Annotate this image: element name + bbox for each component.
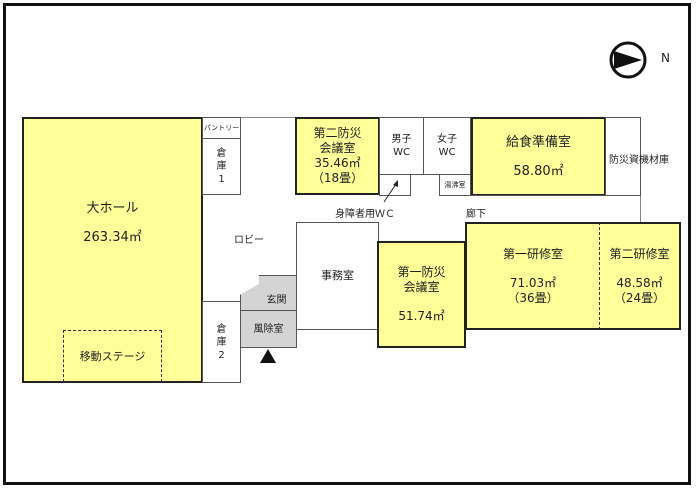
lobby-label: ロビー (234, 235, 264, 246)
room-disaster-conference-2[interactable]: 第二防災 会議室 35.46㎡ （18畳） (295, 117, 380, 195)
room-windbreak[interactable]: 風除室 (240, 310, 297, 348)
pantry-label: パントリー (203, 123, 240, 132)
training1-area: 71.03㎡ (509, 275, 557, 290)
lobby-line (202, 301, 240, 302)
main-hall-name: 大ホール (86, 201, 139, 216)
kitchenette-label: 湯沸室 (444, 180, 466, 189)
pointer-arrow-icon (383, 180, 398, 203)
conf2-label-1: 第二防災 (313, 126, 362, 140)
room-mens-wc[interactable]: 男子 WC (379, 117, 424, 175)
conf1-area: 51.74㎡ (398, 309, 445, 323)
womens-wc-label-2: WC (438, 147, 456, 158)
room-training-1[interactable]: 第一研修室 71.03㎡ （36畳） (465, 222, 601, 330)
conf2-area: 35.46㎡ (314, 156, 361, 170)
storage2-label-2: 庫 (216, 336, 227, 348)
room-womens-wc[interactable]: 女子 WC (423, 117, 471, 175)
mobile-stage-label: 移動ステージ (79, 350, 146, 363)
compass (608, 40, 648, 80)
north-label: N (661, 51, 670, 65)
storage2-label-1: 倉 (216, 323, 227, 335)
room-equipment-storage[interactable] (605, 117, 641, 196)
conf1-label-1: 第一防災 (397, 265, 446, 279)
accessible-wc-label: 身障者用ＷＣ (335, 209, 395, 220)
catering-name: 給食準備室 (505, 134, 571, 150)
womens-wc-label-1: 女子 (437, 134, 457, 145)
conf2-label-2: 会議室 (319, 141, 356, 155)
training2-name: 第二研修室 (609, 246, 670, 261)
storage2-label-3: 2 (218, 349, 225, 361)
room-catering-prep[interactable]: 給食準備室 58.80㎡ (471, 117, 606, 196)
north-arrow-icon (609, 41, 647, 79)
training2-tatami: （24畳） (613, 290, 666, 305)
storage1-label-1: 倉 (216, 148, 227, 159)
mobile-stage: 移動ステージ (63, 330, 162, 382)
room-disaster-conference-1[interactable]: 第一防災 会議室 51.74㎡ (377, 241, 466, 348)
corridor-label: 廊下 (466, 209, 486, 220)
room-training-2[interactable]: 第二研修室 48.58㎡ （24畳） (599, 222, 681, 330)
training2-area: 48.58㎡ (616, 275, 663, 290)
room-storage-2[interactable]: 倉 庫 2 (202, 301, 241, 383)
room-main-hall[interactable]: 大ホール 263.34㎡ (22, 117, 203, 383)
entrance-triangle-icon (260, 349, 276, 363)
entrance-label: 玄関 (266, 295, 287, 306)
conf1-label-2: 会議室 (403, 280, 440, 294)
room-pantry[interactable]: パントリー (202, 117, 241, 139)
storage1-label-3: 1 (218, 174, 225, 185)
catering-area: 58.80㎡ (513, 163, 564, 179)
equipment-storage-label: 防災資機材庫 (609, 155, 669, 166)
training1-tatami: （36畳） (507, 290, 559, 305)
mens-wc-label-1: 男子 (391, 134, 412, 145)
room-office[interactable]: 事務室 (296, 222, 379, 330)
room-storage-1[interactable]: 倉 庫 1 (202, 138, 241, 195)
office-label: 事務室 (321, 269, 354, 282)
mens-wc-label-2: WC (393, 147, 410, 158)
training1-name: 第一研修室 (502, 246, 563, 261)
storage1-label-2: 庫 (216, 161, 227, 172)
building-outline-bottom (202, 382, 241, 383)
room-kitchenette[interactable]: 湯沸室 (439, 174, 471, 196)
conf2-tatami: （18畳） (311, 171, 364, 185)
main-hall-area: 263.34㎡ (83, 230, 142, 245)
corridor-line (471, 195, 641, 196)
windbreak-label: 風除室 (253, 323, 284, 335)
